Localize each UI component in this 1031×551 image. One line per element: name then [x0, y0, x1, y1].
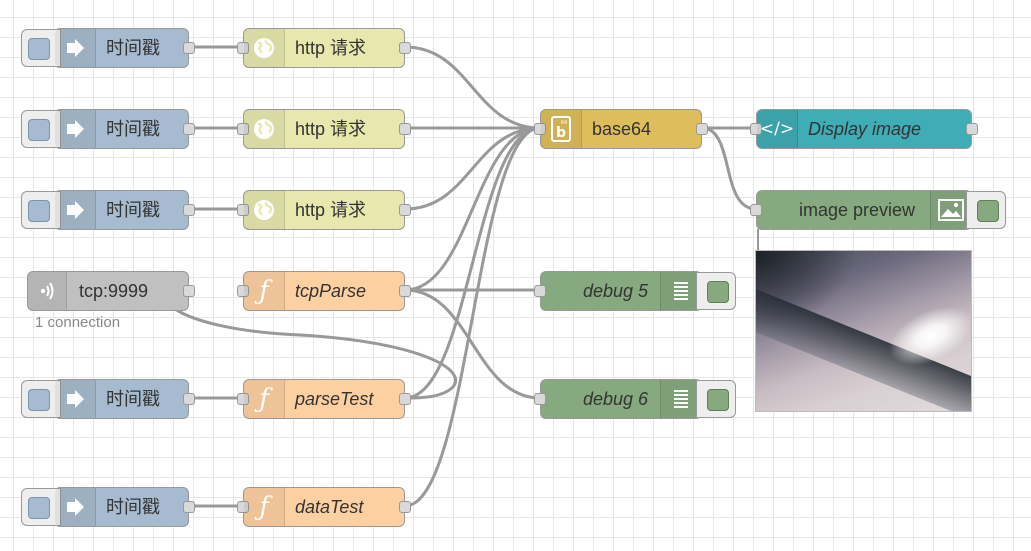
- globe-icon: [244, 29, 285, 67]
- globe-icon: [244, 110, 285, 148]
- output-port[interactable]: [183, 393, 195, 405]
- code-icon: </>: [757, 110, 798, 148]
- input-port[interactable]: [237, 393, 249, 405]
- node-label: http 请求: [295, 200, 367, 220]
- display-image-node[interactable]: </> Display image: [750, 109, 978, 149]
- image-preview-output: [755, 250, 972, 412]
- function-node-tcpparse[interactable]: ƒ tcpParse: [237, 271, 411, 311]
- preview-toggle-button[interactable]: [966, 191, 1006, 229]
- input-port[interactable]: [237, 42, 249, 54]
- node-label: parseTest: [295, 389, 374, 409]
- node-label: debug 6: [583, 389, 649, 409]
- output-port[interactable]: [399, 123, 411, 135]
- node-label: dataTest: [295, 497, 364, 517]
- node-label: 时间戳: [106, 200, 160, 220]
- debug-list-icon: [660, 380, 701, 418]
- bridge-icon: [28, 272, 67, 310]
- node-label: 时间戳: [106, 497, 160, 517]
- wire: [404, 288, 541, 400]
- wire: [404, 126, 541, 400]
- output-port[interactable]: [399, 285, 411, 297]
- output-port[interactable]: [399, 204, 411, 216]
- output-port[interactable]: [399, 501, 411, 513]
- inject-arrow-icon: [55, 29, 96, 67]
- node-label: http 请求: [295, 38, 367, 58]
- wire: [404, 45, 541, 130]
- function-icon: ƒ: [244, 380, 285, 418]
- wire: [404, 126, 541, 211]
- debug-list-icon: [660, 272, 701, 310]
- input-port[interactable]: [237, 501, 249, 513]
- output-port[interactable]: [183, 501, 195, 513]
- node-label: debug 5: [583, 281, 649, 301]
- node-label: tcpParse: [295, 281, 367, 301]
- node-label: http 请求: [295, 119, 367, 139]
- output-port[interactable]: [183, 42, 195, 54]
- inject-button[interactable]: [21, 488, 61, 526]
- inject-node-3[interactable]: 时间戳: [21, 190, 195, 230]
- debug-toggle-button[interactable]: [696, 380, 736, 418]
- input-port[interactable]: [534, 393, 546, 405]
- output-port[interactable]: [183, 204, 195, 216]
- function-node-datatest[interactable]: ƒ dataTest: [237, 487, 411, 527]
- output-port[interactable]: [399, 42, 411, 54]
- input-port[interactable]: [237, 123, 249, 135]
- inject-node-5[interactable]: 时间戳: [21, 487, 195, 527]
- inject-button[interactable]: [21, 191, 61, 229]
- inject-button[interactable]: [21, 29, 61, 67]
- image-icon: [930, 191, 971, 229]
- inject-button[interactable]: [21, 110, 61, 148]
- input-port[interactable]: [534, 285, 546, 297]
- wire: [404, 126, 541, 292]
- node-label: 时间戳: [106, 389, 160, 409]
- svg-text:b: b: [556, 125, 566, 141]
- inject-arrow-icon: [55, 110, 96, 148]
- node-label: 时间戳: [106, 38, 160, 58]
- output-port[interactable]: [399, 393, 411, 405]
- debug-toggle-button[interactable]: [696, 272, 736, 310]
- input-port[interactable]: [750, 123, 762, 135]
- input-port[interactable]: [237, 204, 249, 216]
- image-preview-node[interactable]: image preview: [750, 190, 1006, 230]
- output-port[interactable]: [183, 123, 195, 135]
- output-port[interactable]: [696, 123, 708, 135]
- http-request-node-1[interactable]: http 请求: [237, 28, 411, 68]
- debug-node-6[interactable]: debug 6: [534, 379, 736, 419]
- inject-node-4[interactable]: 时间戳: [21, 379, 195, 419]
- inject-arrow-icon: [55, 380, 96, 418]
- inject-button[interactable]: [21, 380, 61, 418]
- inject-arrow-icon: [55, 488, 96, 526]
- wire: [701, 126, 757, 211]
- inject-node-2[interactable]: 时间戳: [21, 109, 195, 149]
- node-label: 时间戳: [106, 119, 160, 139]
- svg-text:64: 64: [561, 120, 567, 126]
- preview-connector: [757, 229, 759, 251]
- input-port[interactable]: [534, 123, 546, 135]
- output-port[interactable]: [183, 285, 195, 297]
- inject-node-1[interactable]: 时间戳: [21, 28, 195, 68]
- tcp-in-node[interactable]: tcp:9999: [27, 271, 195, 311]
- input-port[interactable]: [750, 204, 762, 216]
- debug-node-5[interactable]: debug 5: [534, 271, 736, 311]
- input-port[interactable]: [237, 285, 249, 297]
- function-icon: ƒ: [244, 488, 285, 526]
- node-label: base64: [592, 119, 652, 139]
- wire: [404, 126, 541, 508]
- node-label: Display image: [808, 119, 922, 139]
- node-label: image preview: [799, 200, 916, 220]
- output-port[interactable]: [966, 123, 978, 135]
- node-label: tcp:9999: [79, 281, 149, 301]
- http-request-node-3[interactable]: http 请求: [237, 190, 411, 230]
- globe-icon: [244, 191, 285, 229]
- inject-arrow-icon: [55, 191, 96, 229]
- node-status-text: 1 connection: [35, 314, 121, 331]
- http-request-node-2[interactable]: http 请求: [237, 109, 411, 149]
- function-icon: ƒ: [244, 272, 285, 310]
- function-node-parsetest[interactable]: ƒ parseTest: [237, 379, 411, 419]
